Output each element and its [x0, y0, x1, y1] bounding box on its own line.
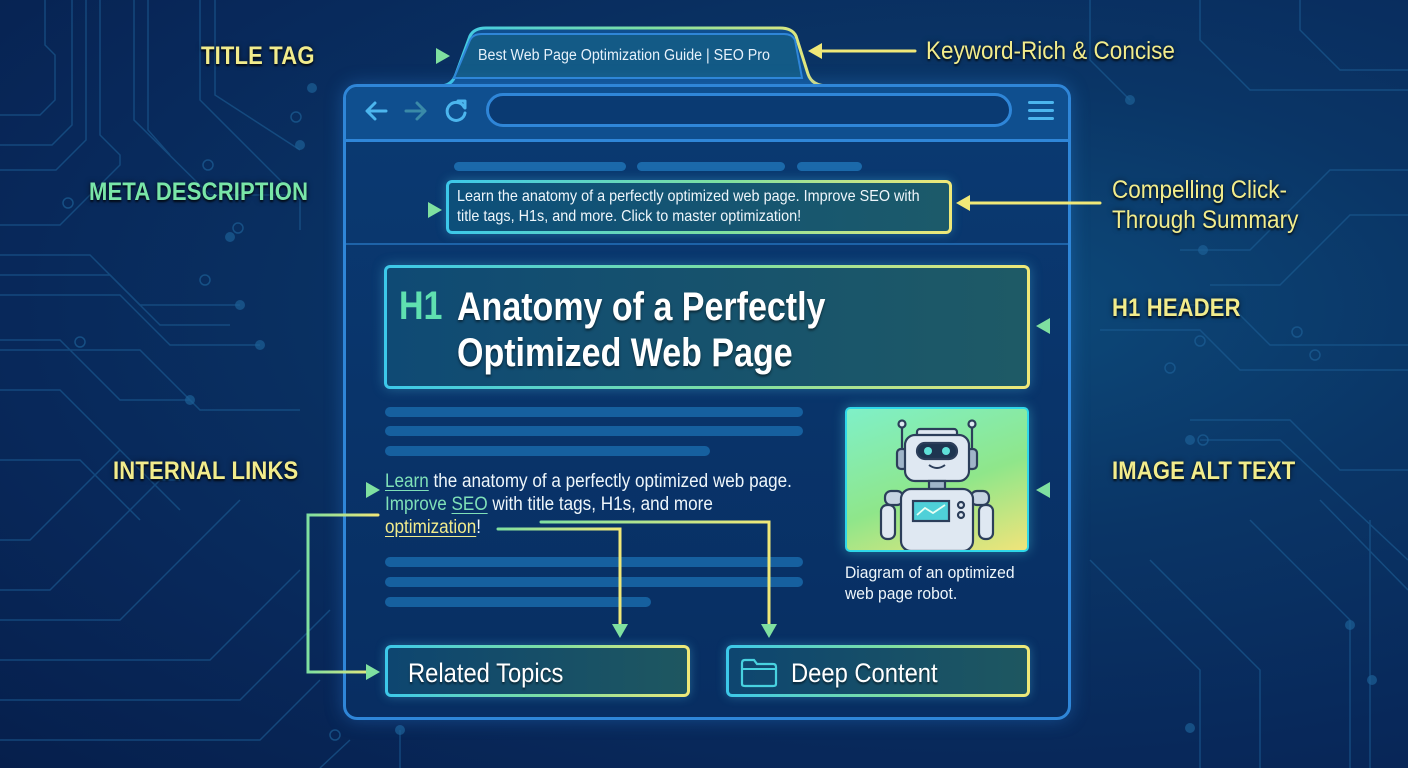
image-alt-caption: Diagram of an optimized web page robot.	[845, 563, 1015, 603]
folder-icon	[740, 658, 778, 688]
internal-links-label: INTERNAL LINKS	[113, 457, 299, 485]
deep-content-button[interactable]: Deep Content	[726, 645, 1030, 697]
internal-link-optimization[interactable]: optimization	[385, 517, 477, 538]
tab-title: Best Web Page Optimization Guide | SEO P…	[478, 47, 770, 64]
paragraph-text: !	[476, 517, 482, 538]
arrow-left-icon[interactable]	[362, 97, 390, 125]
h1-header-box: H1 Anatomy of a Perfectly Optimized Web …	[384, 265, 1030, 389]
paragraph-text: with title tags, H1s, and more	[487, 494, 713, 515]
placeholder-nav-bar	[454, 162, 626, 171]
placeholder-nav-bar	[637, 162, 785, 171]
related-topics-button[interactable]: Related Topics	[385, 645, 690, 697]
placeholder-text-line	[385, 557, 803, 567]
h1-header-label: H1 HEADER	[1112, 294, 1241, 322]
browser-tab[interactable]	[440, 26, 830, 88]
arrow-right-icon[interactable]	[402, 97, 430, 125]
image-alt-text-label: IMAGE ALT TEXT	[1112, 457, 1296, 485]
placeholder-text-line	[385, 426, 803, 436]
internal-link-improve[interactable]: Improve	[385, 494, 447, 515]
header-divider	[346, 243, 1068, 245]
h1-title: Anatomy of a Perfectly Optimized Web Pag…	[457, 285, 826, 375]
internal-link-seo[interactable]: SEO	[451, 494, 488, 515]
placeholder-text-line	[385, 597, 651, 607]
placeholder-text-line	[385, 407, 803, 417]
internal-link-learn[interactable]: Learn	[385, 471, 429, 492]
meta-description-label: META DESCRIPTION	[89, 178, 309, 206]
meta-description-box: Learn the anatomy of a perfectly optimiz…	[446, 180, 952, 234]
related-topics-label: Related Topics	[408, 658, 564, 688]
placeholder-text-line	[385, 446, 710, 456]
url-bar[interactable]	[486, 93, 1012, 127]
meta-description-text: Learn the anatomy of a perfectly optimiz…	[457, 188, 920, 225]
reload-icon[interactable]	[442, 97, 470, 125]
placeholder-text-line	[385, 577, 803, 587]
h1-tag-label: H1	[399, 284, 443, 328]
note-line: Through Summary	[1112, 206, 1299, 234]
robot-image	[845, 407, 1029, 552]
browser-toolbar	[346, 87, 1068, 142]
placeholder-nav-bar	[797, 162, 862, 171]
title-tag-label: TITLE TAG	[201, 42, 315, 70]
note-line: Compelling Click-	[1112, 176, 1288, 204]
body-paragraph: Learn the anatomy of a perfectly optimiz…	[385, 470, 808, 539]
robot-icon	[879, 419, 995, 550]
paragraph-text: the anatomy of a perfectly optimized web…	[428, 471, 792, 492]
meta-description-note: Compelling Click- Through Summary	[1112, 175, 1298, 235]
hamburger-menu-icon[interactable]	[1028, 101, 1054, 123]
deep-content-label: Deep Content	[791, 658, 938, 688]
title-tag-note: Keyword-Rich & Concise	[926, 37, 1175, 65]
